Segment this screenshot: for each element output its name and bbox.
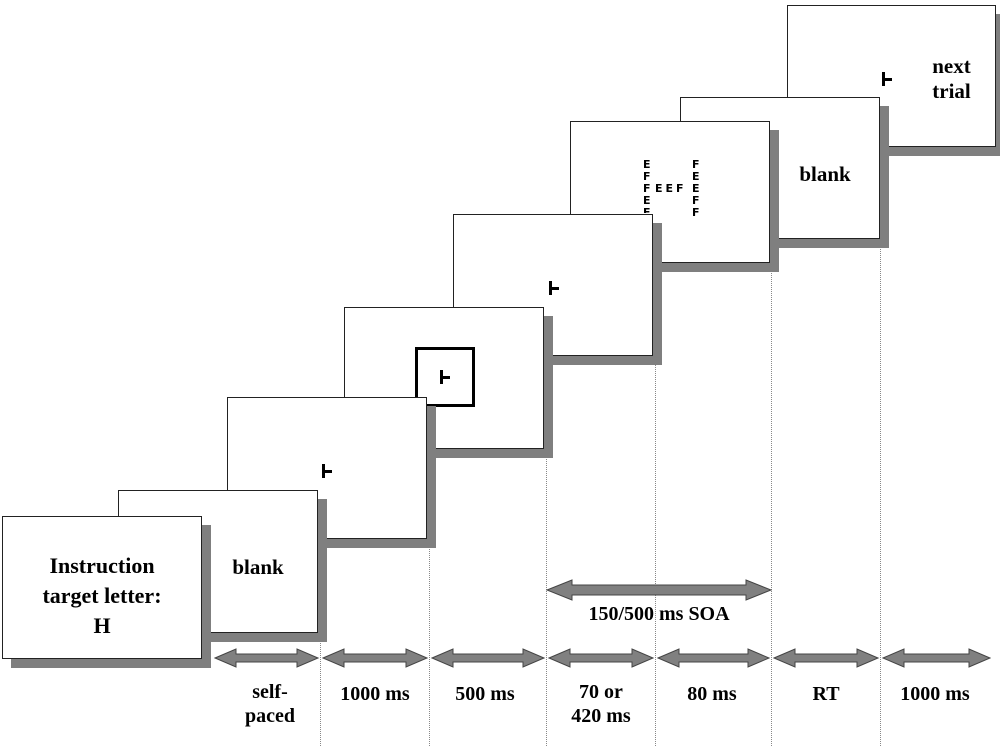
timeline-divider xyxy=(429,540,430,746)
duration-label: RT xyxy=(812,683,840,705)
duration-double-arrow xyxy=(214,648,319,668)
soa-double-arrow xyxy=(546,579,772,601)
cue-glyph-icon xyxy=(440,370,452,384)
duration-label: 80 ms xyxy=(687,683,737,705)
duration-label: 500 ms xyxy=(455,683,515,705)
duration-double-arrow xyxy=(773,648,879,668)
cue-box xyxy=(415,347,475,407)
timeline-divider xyxy=(546,450,547,746)
timeline-divider xyxy=(771,264,772,746)
duration-double-arrow xyxy=(548,648,654,668)
blank-text: blank xyxy=(232,555,284,579)
blank-text: blank xyxy=(799,162,851,186)
duration-double-arrow xyxy=(431,648,545,668)
duration-double-arrow xyxy=(322,648,428,668)
timeline-divider xyxy=(320,633,321,746)
timeline-divider xyxy=(655,357,656,746)
cue-glyph-icon xyxy=(322,464,334,478)
soa-label: 150/500 ms SOA xyxy=(588,603,730,625)
timeline-divider xyxy=(880,240,881,746)
duration-label: self-paced xyxy=(245,681,295,727)
duration-label: 1000 ms xyxy=(900,683,970,705)
cue-glyph-icon xyxy=(549,281,561,295)
duration-double-arrow xyxy=(657,648,770,668)
cue-glyph-icon xyxy=(882,72,894,86)
middle-letter-row: EEF xyxy=(655,182,687,195)
duration-label: 1000 ms xyxy=(340,683,410,705)
duration-double-arrow xyxy=(882,648,991,668)
